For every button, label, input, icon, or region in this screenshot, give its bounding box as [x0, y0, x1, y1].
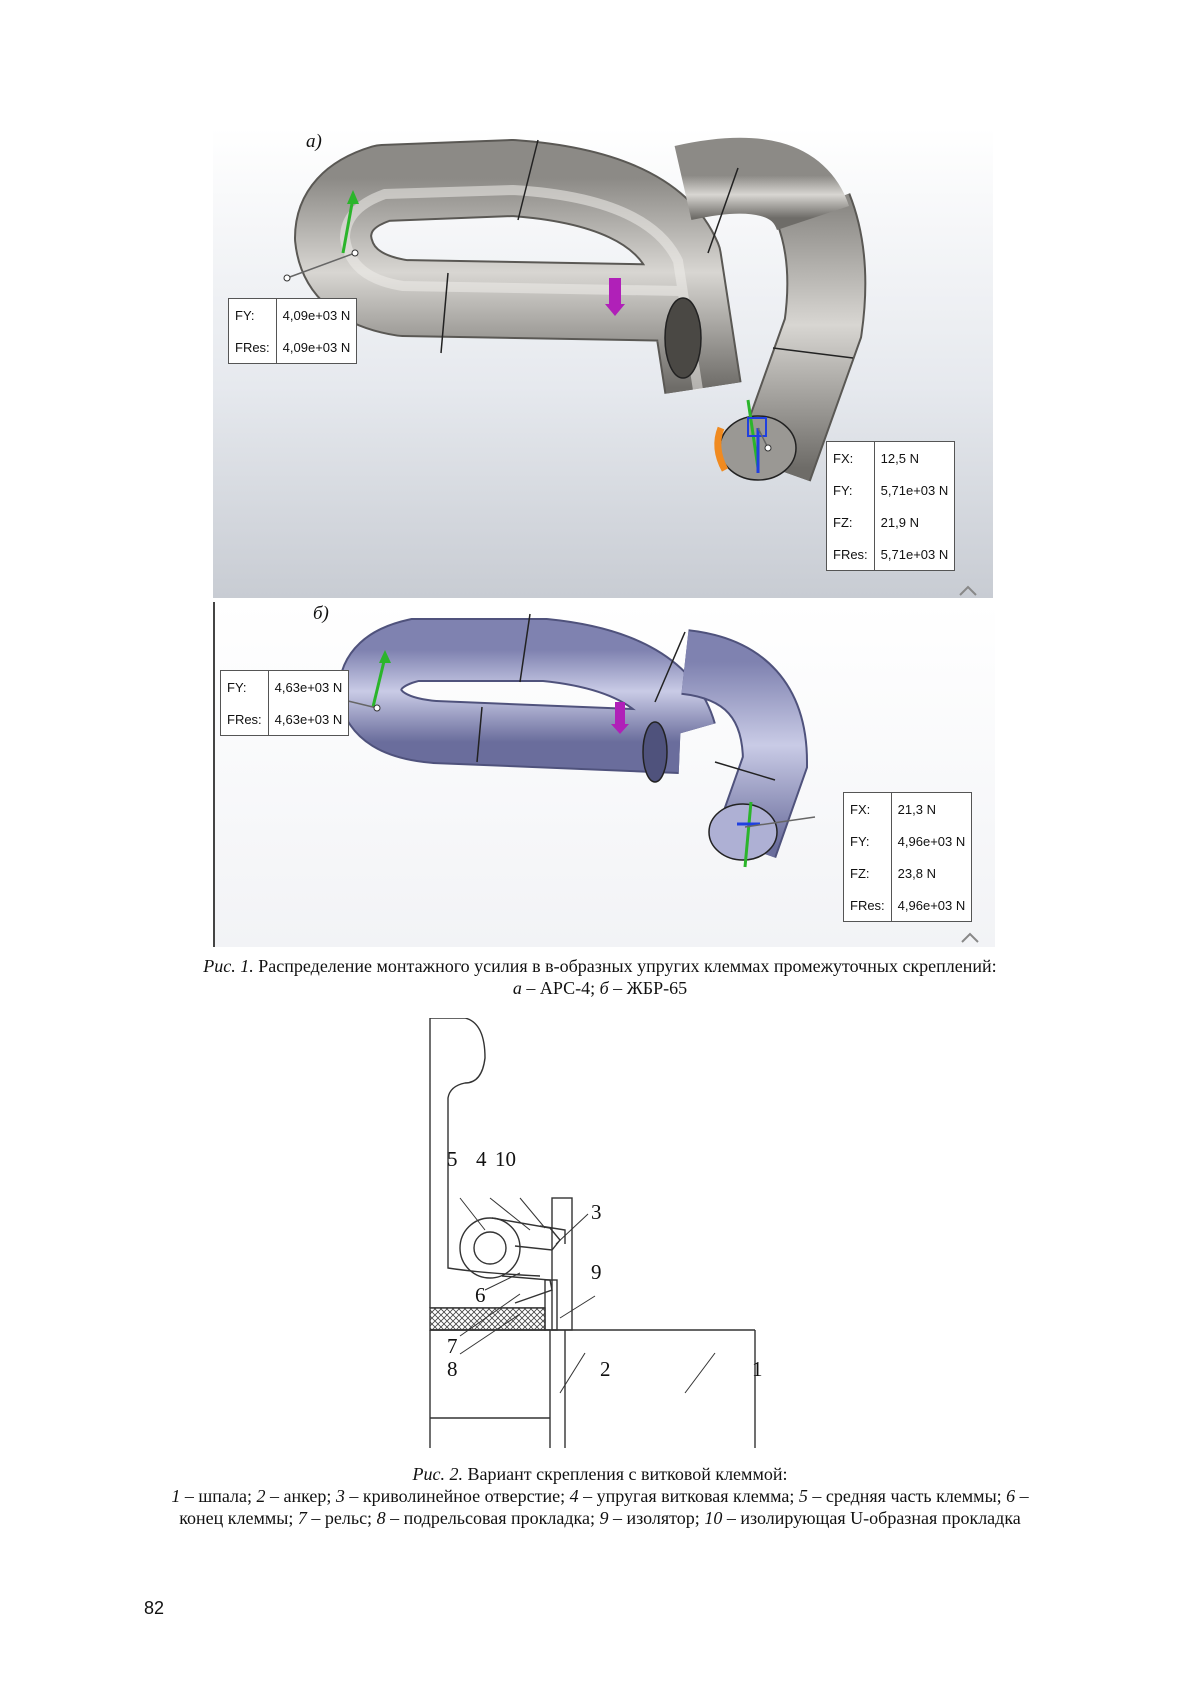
legend-text: – конец клеммы;: [179, 1486, 1029, 1528]
force-value: 4,96e+03 N: [897, 897, 966, 913]
force-key: FZ:: [844, 857, 892, 889]
callout-4: 4: [476, 1147, 487, 1171]
figure-2-caption-title: Рис. 2. Вариант скрепления с витковой кл…: [150, 1463, 1050, 1485]
force-value: 4,63e+03 N: [274, 711, 343, 727]
legend-text: – упругая витковая клемма;: [578, 1486, 799, 1506]
legend-number: 9: [599, 1508, 609, 1528]
clip-coil-outer: [459, 1217, 521, 1279]
collapse-chevron: [961, 932, 979, 943]
collapse-chevron: [959, 585, 977, 596]
figure-2-caption: Рис. 2. Вариант скрепления с витковой кл…: [150, 1463, 1050, 1529]
purple-force-arrow: [605, 278, 625, 316]
under-rail-pad: [429, 1307, 546, 1331]
legend-number: 10: [704, 1508, 723, 1528]
force-value: 4,96e+03 N: [897, 833, 966, 849]
legend-number: 1: [171, 1486, 181, 1506]
force-value: 4,09e+03 N: [282, 339, 351, 355]
force-key: FY:: [827, 474, 875, 506]
figure-1b-letter: б): [313, 603, 329, 624]
force-key: FRes:: [844, 889, 892, 921]
isolator: [551, 1197, 573, 1331]
force-value: 21,9 N: [880, 514, 919, 530]
force-value: 21,3 N: [897, 801, 936, 817]
figure-1a-letter: а): [306, 131, 322, 152]
legend-number: 7: [297, 1508, 307, 1528]
callout-7: 7: [447, 1334, 458, 1358]
force-key: FRes:: [221, 703, 269, 735]
clip-coil-inner: [473, 1231, 507, 1265]
force-key: FY:: [844, 825, 892, 857]
callout-3: 3: [591, 1200, 602, 1224]
callout-5: 5: [447, 1147, 458, 1171]
legend-number: 4: [569, 1486, 579, 1506]
callout-9: 9: [591, 1260, 602, 1284]
purple-force-arrow: [611, 702, 629, 734]
force-key: FRes:: [827, 538, 875, 570]
callout-1: 1: [752, 1357, 763, 1381]
caption-text: Распределение монтажного усилия в в-обра…: [253, 956, 997, 976]
force-key: FRes:: [229, 331, 277, 363]
caption-text: – ЖБР-65: [608, 978, 688, 998]
legend-number: 6: [1006, 1486, 1016, 1506]
caption-text: Вариант скрепления с витковой клеммой:: [463, 1464, 788, 1484]
caption-prefix: Рис. 2.: [412, 1464, 464, 1484]
force-key: FX:: [827, 442, 875, 474]
legend-text: – средняя часть клеммы;: [807, 1486, 1007, 1506]
figure-2-drawing: [420, 1018, 780, 1453]
legend-number: 3: [335, 1486, 345, 1506]
force-box-b-right: FX: 21,3 N FY: 4,96e+03 N FZ: 23,8 N FRes: 4…: [843, 792, 973, 922]
force-box-b-left: FY: 4,63e+03 N FRes: 4,63e+03 N: [220, 670, 350, 736]
legend-text: – рельс;: [306, 1508, 377, 1528]
rail-fastening-drawing: [429, 1018, 756, 1448]
legend-text: – шпала;: [180, 1486, 257, 1506]
clip-a-open-end: [664, 297, 702, 379]
caption-letter: а: [512, 978, 522, 998]
legend-number: 5: [798, 1486, 808, 1506]
clip-b-end-face: [708, 803, 778, 861]
callout-2: 2: [600, 1357, 611, 1381]
force-value: 5,71e+03 N: [880, 482, 949, 498]
force-value: 12,5 N: [880, 450, 919, 466]
page-number: 82: [144, 1598, 165, 1618]
force-value: 5,71e+03 N: [880, 546, 949, 562]
caption-text: – АРС-4;: [521, 978, 600, 998]
force-key: FY:: [229, 299, 277, 331]
clip-b-open-end: [642, 721, 668, 783]
force-key: FY:: [221, 671, 269, 703]
force-value: 4,09e+03 N: [282, 307, 351, 323]
legend-number: 8: [376, 1508, 386, 1528]
figure-1-caption-line1: Рис. 1. Распределение монтажного усилия …: [100, 955, 1100, 977]
force-value: 23,8 N: [897, 865, 936, 881]
callout-10: 10: [495, 1147, 516, 1171]
force-box-a-left: FY: 4,09e+03 N FRes: 4,09e+03 N: [228, 298, 358, 364]
caption-letter: б: [599, 978, 609, 998]
callout-8: 8: [447, 1357, 458, 1381]
figure-1-caption: Рис. 1. Распределение монтажного усилия …: [100, 955, 1100, 999]
force-box-a-right: FX: 12,5 N FY: 5,71e+03 N FZ: 21,9 N FRes: 5…: [826, 441, 956, 571]
figure-2-caption-legend: 1 – шпала; 2 – анкер; 3 – криволинейное …: [150, 1485, 1050, 1529]
sleeper-outline: [429, 1329, 756, 1448]
callout-6: 6: [475, 1283, 486, 1307]
legend-text: – подрельсовая прокладка;: [385, 1508, 600, 1528]
force-value: 4,63e+03 N: [274, 679, 343, 695]
caption-prefix: Рис. 1.: [203, 956, 254, 976]
legend-text: – анкер;: [265, 1486, 336, 1506]
legend-text: – изолирующая U-образная прокладка: [722, 1508, 1021, 1528]
force-key: FZ:: [827, 506, 875, 538]
rail-outline: [429, 1018, 541, 1308]
force-key: FX:: [844, 793, 892, 825]
legend-text: – изолятор;: [608, 1508, 705, 1528]
legend-number: 2: [256, 1486, 266, 1506]
legend-text: – криволинейное отверстие;: [344, 1486, 570, 1506]
figure-1-caption-line2: а – АРС-4; б – ЖБР-65: [100, 977, 1100, 999]
